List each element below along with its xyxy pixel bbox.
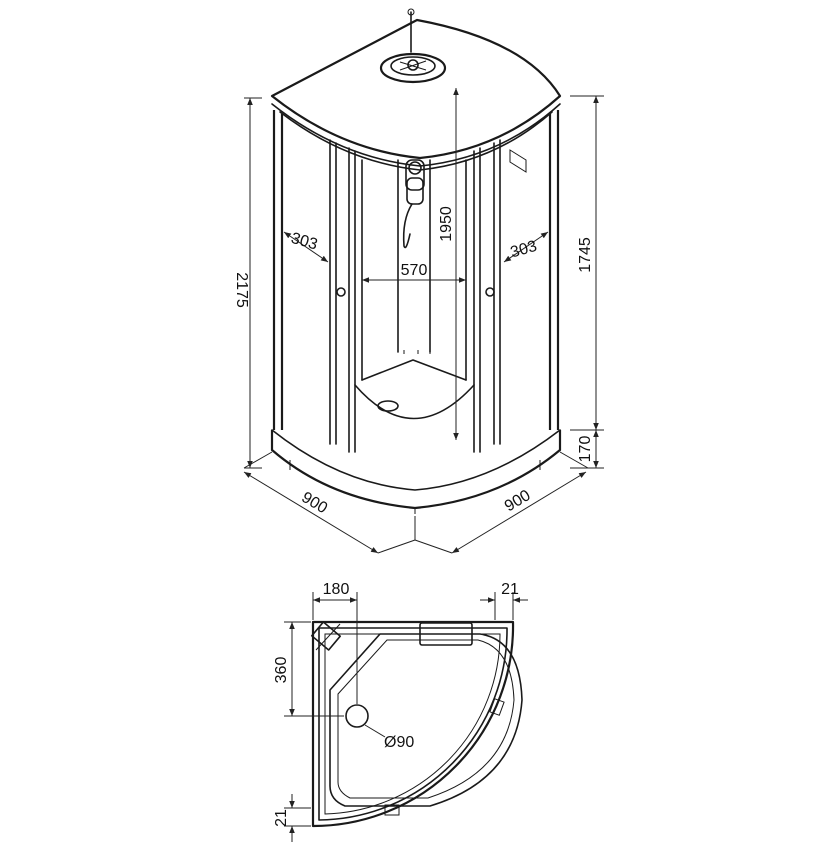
dim-drain-diameter: Ø90 bbox=[384, 734, 414, 751]
dim-back-width: 570 bbox=[401, 262, 428, 279]
dim-right-depth: 900 bbox=[502, 487, 534, 515]
plan-fitting-icon bbox=[419, 622, 473, 646]
dim-drain-x: 180 bbox=[323, 581, 350, 598]
dim-edge-bottom: 21 bbox=[273, 809, 290, 827]
left-door-handle-icon bbox=[336, 287, 346, 297]
cabin-front-view bbox=[270, 8, 562, 514]
plan-outer-outline bbox=[311, 620, 515, 828]
dim-total-height: 2175 bbox=[233, 272, 250, 308]
roof-fan-icon bbox=[379, 52, 447, 84]
left-frame bbox=[272, 110, 284, 430]
dim-left-door: 303 bbox=[289, 230, 319, 254]
dim-right-door: 303 bbox=[509, 238, 539, 262]
shower-column-icon bbox=[402, 159, 425, 249]
back-corner bbox=[397, 159, 431, 353]
plan-dimensions: 180 21 360 21 Ø90 bbox=[273, 581, 528, 842]
cabin-roof bbox=[270, 18, 562, 160]
dim-edge-right: 21 bbox=[501, 581, 519, 598]
drain-icon bbox=[377, 400, 399, 412]
plan-column-icon bbox=[310, 621, 342, 651]
front-dimensions: 2175 1745 170 1950 570 303 303 900 900 bbox=[233, 88, 604, 554]
tray-plan-view bbox=[310, 620, 523, 828]
plan-drain-icon bbox=[345, 704, 369, 728]
dim-inner-height: 1950 bbox=[438, 206, 455, 242]
plan-inner-basin bbox=[329, 633, 523, 807]
right-frame bbox=[548, 110, 560, 430]
right-door-handle-icon bbox=[485, 287, 495, 297]
dim-tray-height: 170 bbox=[577, 436, 594, 463]
dim-left-depth: 900 bbox=[298, 489, 330, 517]
dim-drain-y: 360 bbox=[273, 657, 290, 684]
dim-cabin-height: 1745 bbox=[577, 237, 594, 273]
